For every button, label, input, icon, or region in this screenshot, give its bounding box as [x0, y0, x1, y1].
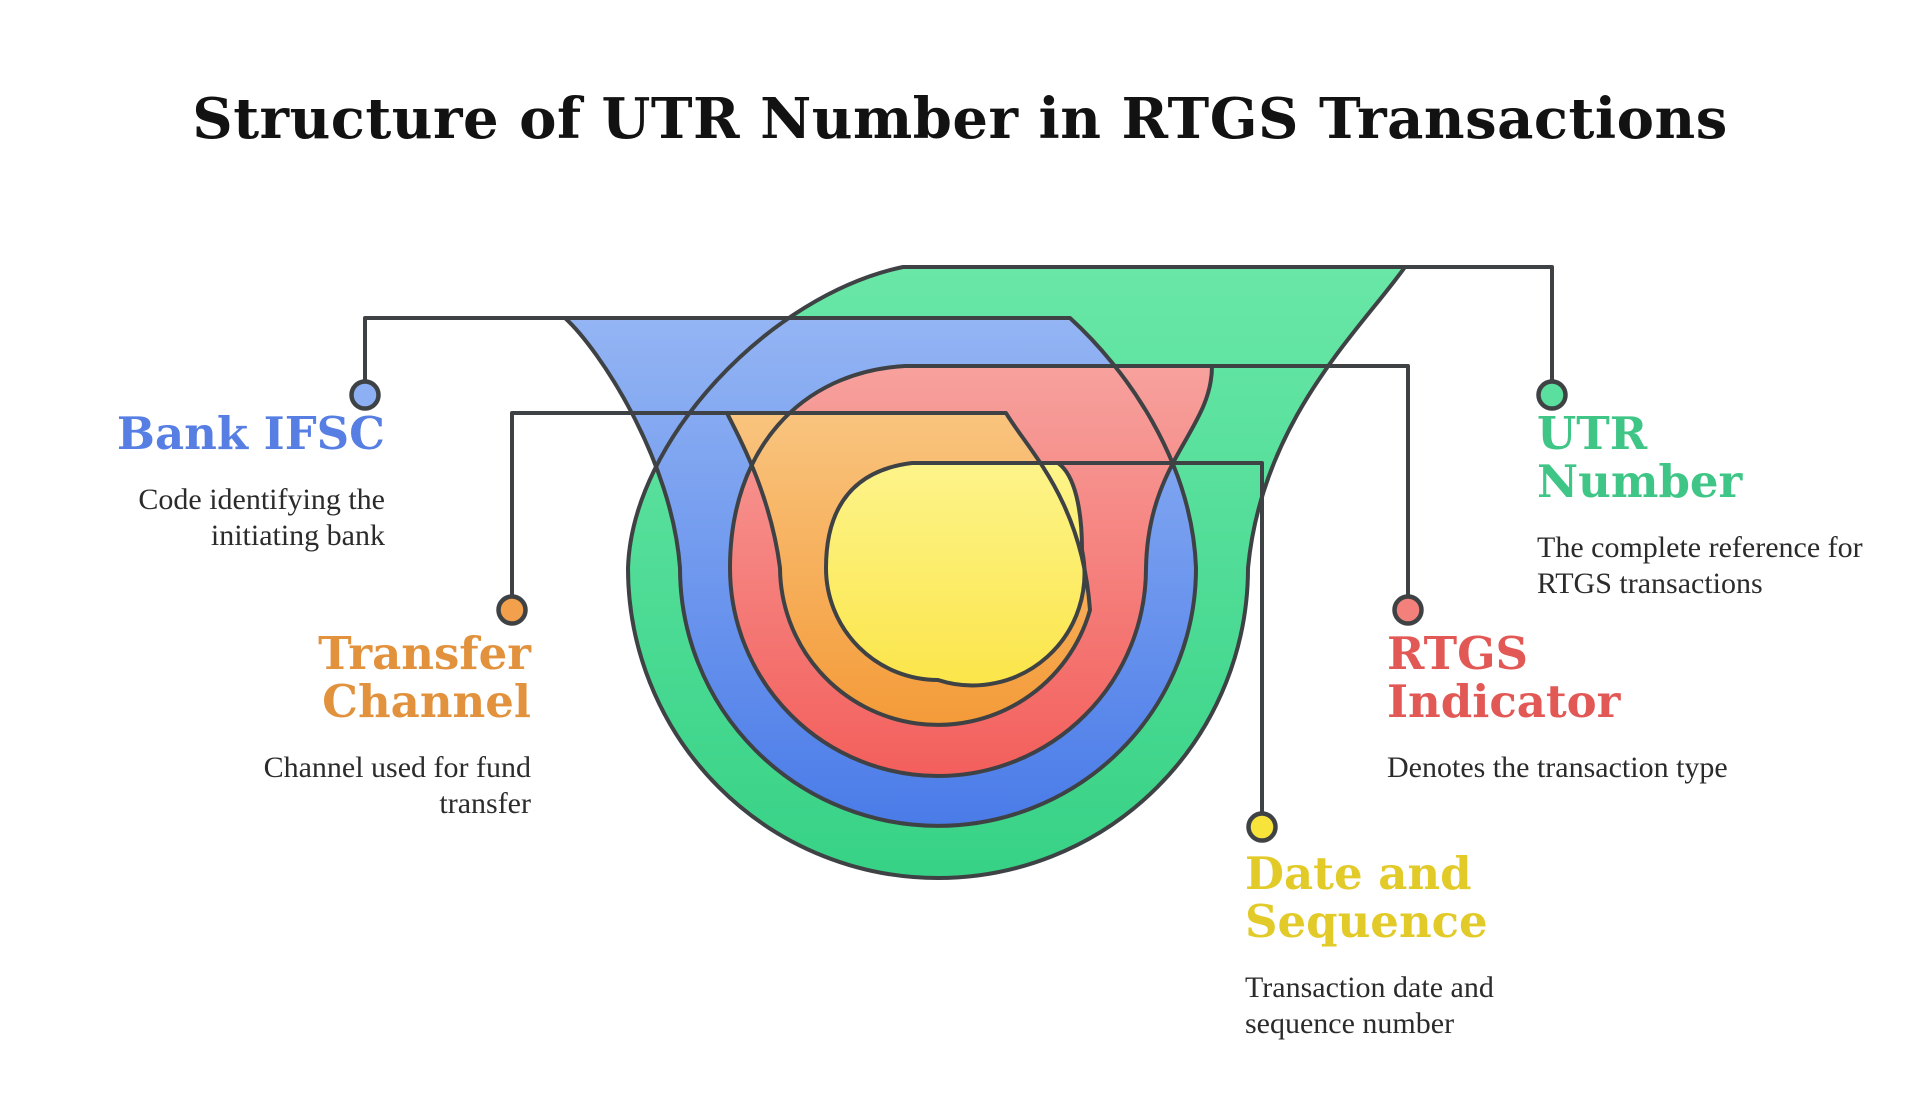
bank-ifsc-heading: Bank IFSC: [116, 407, 385, 460]
transfer-channel-connector: [510, 411, 729, 598]
utr-number-heading: UTR Number: [1537, 407, 1743, 508]
layer-rtgs-indicator-outline: [728, 364, 1214, 778]
utr-number-connector: [1403, 265, 1554, 383]
label-rtgs-indicator: RTGS Indicator Denotes the transaction t…: [1387, 630, 1747, 786]
transfer-channel-dot: [496, 594, 528, 626]
date-sequence-description: Transaction date and sequence number: [1245, 971, 1494, 1040]
onion-layer-outlines: [563, 265, 1407, 880]
utr-number-description: The complete reference for RTGS transact…: [1537, 531, 1863, 600]
label-utr-number: UTR Number The complete reference for RT…: [1537, 410, 1867, 602]
layer-date-sequence-outline: [824, 461, 1087, 688]
rtgs-indicator-dot: [1392, 594, 1424, 626]
rtgs-indicator-description: Denotes the transaction type: [1387, 751, 1728, 784]
connector-dots: [349, 379, 1568, 843]
transfer-channel-heading: Transfer Channel: [318, 627, 531, 728]
rtgs-indicator-heading: RTGS Indicator: [1387, 627, 1621, 728]
label-transfer-channel: Transfer Channel Channel used for fund t…: [241, 630, 531, 822]
layer-utr-number-outline: [626, 265, 1407, 880]
date-sequence-connector: [1056, 461, 1264, 815]
transfer-channel-description: Channel used for fund transfer: [263, 751, 531, 820]
connector-lines: [363, 265, 1554, 815]
bank-ifsc-connector: [363, 316, 567, 383]
rtgs-indicator-connector: [1210, 364, 1410, 598]
page-title: Structure of UTR Number in RTGS Transact…: [192, 86, 1728, 152]
date-sequence-heading: Date and Sequence: [1245, 847, 1488, 948]
layer-bank-ifsc-outline: [563, 316, 1198, 828]
label-bank-ifsc: Bank IFSC Code identifying the initiatin…: [85, 410, 385, 554]
layer-date-sequence-fill: [826, 463, 1085, 686]
utr-number-dot: [1536, 379, 1568, 411]
bank-ifsc-dot: [349, 379, 381, 411]
onion-layer-fills: [565, 267, 1405, 878]
date-sequence-dot: [1246, 811, 1278, 843]
layer-transfer-channel-outline: [725, 411, 1092, 727]
label-date-sequence: Date and Sequence Transaction date and s…: [1245, 850, 1545, 1042]
bank-ifsc-description: Code identifying the initiating bank: [138, 483, 385, 552]
